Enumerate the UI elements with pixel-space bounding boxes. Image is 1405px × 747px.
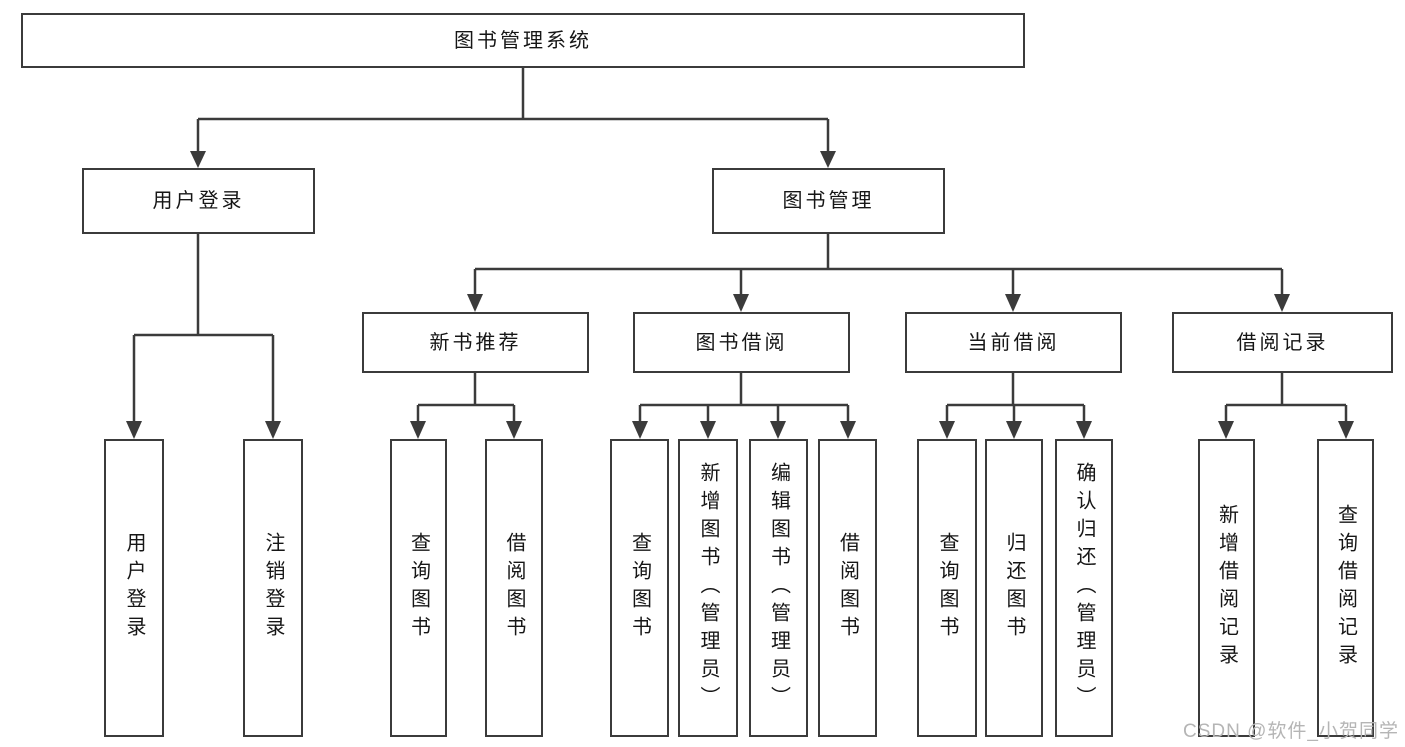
node-current-borrow: 当前借阅	[905, 312, 1122, 373]
arrowhead	[1006, 421, 1022, 439]
arrowhead	[410, 421, 426, 439]
arrowhead	[733, 294, 749, 312]
arrowhead	[1005, 294, 1021, 312]
leaf-current-query-books: 查询图书	[917, 439, 977, 737]
arrowhead	[467, 294, 483, 312]
leaf-borrow-borrow-books: 借阅图书	[818, 439, 877, 737]
arrowhead	[632, 421, 648, 439]
leaf-records-query-record: 查询借阅记录	[1317, 439, 1374, 737]
node-borrow-records: 借阅记录	[1172, 312, 1393, 373]
arrowhead	[1218, 421, 1234, 439]
connector-new-book	[416, 373, 516, 422]
arrowhead	[840, 421, 856, 439]
leaf-current-return-books: 归还图书	[985, 439, 1043, 737]
node-user-login: 用户登录	[82, 168, 315, 234]
arrowhead	[939, 421, 955, 439]
connector-user-login	[132, 234, 275, 422]
arrowhead	[1338, 421, 1354, 439]
leaf-borrow-edit-books-admin: 编辑图书（管理员）	[749, 439, 808, 737]
arrowhead	[190, 151, 206, 168]
leaf-borrow-add-books-admin: 新增图书（管理员）	[678, 439, 738, 737]
arrowhead	[1076, 421, 1092, 439]
arrowhead	[126, 421, 142, 439]
leaf-user-login: 用户登录	[104, 439, 164, 737]
connector-book-borrow	[638, 373, 850, 422]
connector-root	[196, 68, 830, 152]
leaf-borrow-query-books: 查询图书	[610, 439, 669, 737]
arrowhead	[506, 421, 522, 439]
arrowhead	[1274, 294, 1290, 312]
connector-book-management	[473, 234, 1284, 295]
arrowhead	[770, 421, 786, 439]
connector-current-borrow	[945, 373, 1086, 422]
node-book-management: 图书管理	[712, 168, 945, 234]
csdn-watermark: CSDN @软件_小贺同学	[1183, 721, 1399, 742]
node-root: 图书管理系统	[21, 13, 1025, 68]
leaf-newbook-borrow-books: 借阅图书	[485, 439, 543, 737]
node-book-borrow: 图书借阅	[633, 312, 850, 373]
node-new-book-recommend: 新书推荐	[362, 312, 589, 373]
arrowhead	[700, 421, 716, 439]
leaf-current-confirm-return-admin: 确认归还（管理员）	[1055, 439, 1113, 737]
leaf-records-add-record: 新增借阅记录	[1198, 439, 1255, 737]
connector-borrow-records	[1224, 373, 1348, 422]
leaf-logout: 注销登录	[243, 439, 303, 737]
leaf-newbook-query-books: 查询图书	[390, 439, 447, 737]
arrowhead	[820, 151, 836, 168]
arrowhead	[265, 421, 281, 439]
